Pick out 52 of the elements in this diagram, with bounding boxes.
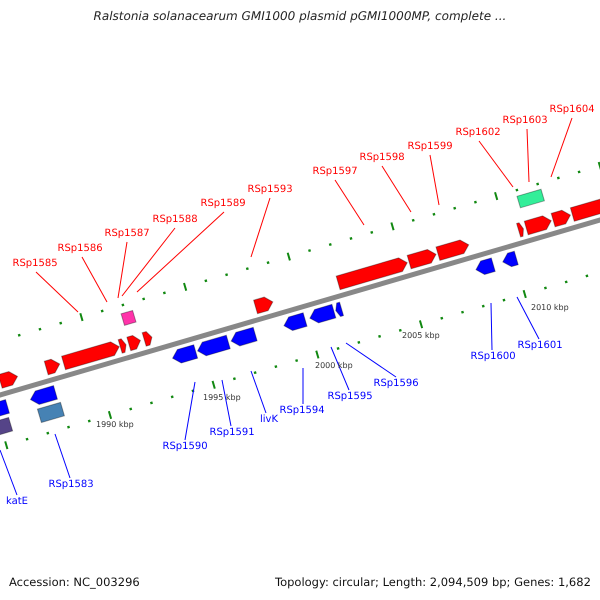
gene-label: RSp1598 (360, 152, 405, 164)
gene-label: RSp1588 (152, 214, 198, 226)
leader-line (184, 382, 196, 440)
scale-label: 2005 kbp (402, 331, 440, 340)
gene-label: RSp1600 (470, 351, 516, 363)
gene-label: RSp1596 (374, 378, 419, 390)
gene-label: livK (260, 414, 278, 426)
title: Ralstonia solanacearum GMI1000 plasmid pGMI1000MP, complete ... (94, 10, 506, 22)
leader-line (54, 434, 70, 478)
gene-label: RSp1583 (48, 479, 94, 491)
gene-label: RSp1591 (210, 427, 255, 439)
gene-label: RSp1604 (550, 104, 595, 116)
scale-label: 1990 kbp (96, 420, 134, 429)
leader-line (0, 450, 18, 496)
leader-line (222, 380, 232, 426)
gene-label: RSp1593 (248, 184, 293, 196)
gene-label: RSp1589 (200, 198, 246, 210)
leader-line (478, 140, 514, 188)
leader-line (250, 370, 266, 414)
gene-label: RSp1599 (408, 141, 453, 153)
leader-line (382, 166, 412, 212)
gene-label: RSp1601 (518, 340, 563, 352)
leader-line (334, 180, 364, 226)
leader-line (330, 346, 350, 390)
leader-line (82, 256, 108, 302)
gene-label: RSp1587 (104, 228, 150, 240)
gene-label: RSp1597 (312, 166, 358, 178)
leader-line (490, 302, 492, 350)
leader-line (122, 228, 176, 296)
leader-line (550, 118, 572, 178)
gene-label: RSp1594 (280, 405, 325, 417)
gene-label: RSp1590 (162, 441, 208, 453)
leader-line (516, 296, 540, 340)
gene-label: RSp1595 (328, 391, 373, 403)
leader-line (302, 368, 304, 404)
scale-label: 2000 kbp (315, 361, 353, 370)
leader-line (136, 212, 224, 292)
leader-line (430, 154, 440, 206)
gene-label: RSp1603 (502, 115, 548, 127)
gene-label: katE (6, 496, 28, 508)
leader-line (250, 198, 270, 258)
scale-label: 1995 kbp (203, 393, 241, 402)
scale-label: 2010 kbp (531, 303, 569, 312)
leader-line (36, 272, 78, 312)
footer-text: Topology: circular; Length: 2,094,509 bp; Genes: 1,682 (275, 576, 591, 588)
footer-text: Accession: NC_003296 (9, 576, 140, 588)
leader-line (526, 128, 530, 182)
gene-label: RSp1602 (456, 127, 501, 139)
gene-label: RSp1585 (12, 258, 58, 270)
gene-label: RSp1586 (58, 243, 103, 255)
leader-line (346, 342, 396, 378)
leader-line (118, 242, 128, 298)
